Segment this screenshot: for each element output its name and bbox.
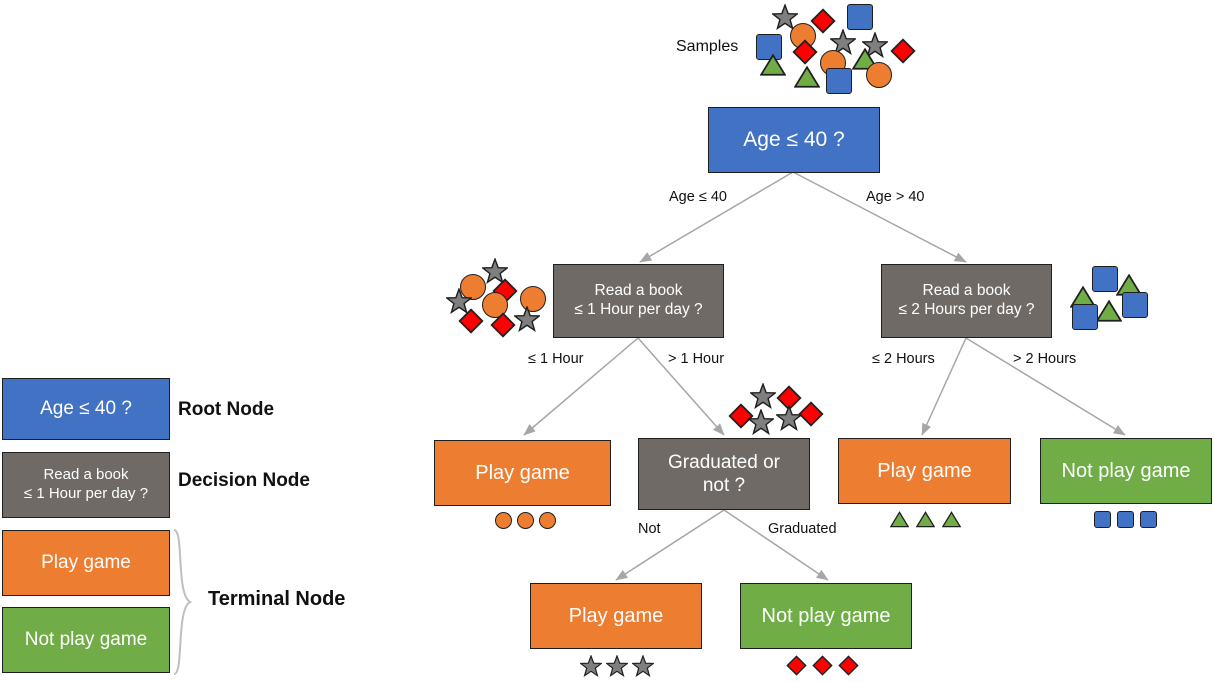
triangle-sample-icon xyxy=(1096,298,1122,324)
diamond-sample-icon xyxy=(890,38,916,64)
edge-label-right-left: ≤ 2 Hours xyxy=(872,351,935,367)
edge-label-root-right: Age > 40 xyxy=(866,189,925,205)
edge-label-left-left: ≤ 1 Hour xyxy=(528,351,584,367)
node-leaf-notplay-1[interactable]: Not play game xyxy=(1040,438,1212,504)
leaf-chips-notplay-1 xyxy=(1094,511,1160,529)
triangle-sample-icon xyxy=(760,52,786,78)
square-sample-icon xyxy=(1122,292,1148,318)
diamond-sample-icon xyxy=(490,312,516,338)
diamond-sample-icon xyxy=(792,39,818,65)
legend-caption-terminal: Terminal Node xyxy=(208,588,346,610)
leaf-chips-play-3 xyxy=(580,655,654,677)
sample-cluster-right-branch xyxy=(1068,266,1168,336)
sample-cluster-mid-branch xyxy=(724,383,824,435)
star-sample-icon xyxy=(776,405,802,431)
legend-caption-root: Root Node xyxy=(178,399,275,420)
legend-caption-decision: Decision Node xyxy=(178,470,310,491)
star-sample-icon xyxy=(862,32,888,58)
legend-box-play: Play game xyxy=(2,530,170,596)
node-leaf-play-1-label: Play game xyxy=(475,461,570,484)
square-sample-icon xyxy=(1072,304,1098,330)
square-sample-icon xyxy=(756,34,782,60)
triangle-sample-icon xyxy=(890,510,909,529)
square-sample-icon xyxy=(1094,511,1111,528)
star-sample-icon xyxy=(606,655,628,677)
square-sample-icon xyxy=(1140,511,1157,528)
square-sample-icon xyxy=(847,4,873,30)
legend-brace xyxy=(173,529,193,675)
circle-sample-icon xyxy=(495,512,512,529)
node-decision-mid-line1: Graduated or xyxy=(668,451,780,473)
node-decision-right-line2: ≤ 2 Hours per day ? xyxy=(898,301,1035,318)
edge-label-left-right: > 1 Hour xyxy=(668,351,725,367)
legend-decision-line1: Read a book xyxy=(43,466,129,484)
diamond-sample-icon xyxy=(728,403,754,429)
leaf-chips-play-2 xyxy=(890,510,961,529)
circle-sample-icon xyxy=(517,512,534,529)
node-leaf-play-3[interactable]: Play game xyxy=(530,583,702,649)
diamond-sample-icon xyxy=(786,655,807,676)
legend-root-label: Age ≤ 40 ? xyxy=(40,398,132,420)
triangle-sample-icon xyxy=(942,510,961,529)
star-sample-icon xyxy=(514,306,540,332)
legend-notplay-label: Not play game xyxy=(24,629,148,651)
edge-label-mid-left: Not xyxy=(638,521,661,537)
star-sample-icon xyxy=(580,655,602,677)
star-sample-icon xyxy=(772,4,798,30)
node-leaf-play-3-label: Play game xyxy=(568,604,664,627)
node-decision-right-line1: Read a book xyxy=(922,282,1011,300)
node-decision-read-2hours[interactable]: Read a book ≤ 2 Hours per day ? xyxy=(881,264,1052,338)
circle-sample-icon xyxy=(460,274,486,300)
star-sample-icon xyxy=(830,29,856,55)
legend-box-decision: Read a book ≤ 1 Hour per day ? xyxy=(2,452,170,518)
node-root-label: Age ≤ 40 ? xyxy=(743,128,845,152)
node-decision-graduated[interactable]: Graduated or not ? xyxy=(638,438,810,510)
star-sample-icon xyxy=(748,409,774,435)
legend-box-root: Age ≤ 40 ? xyxy=(2,378,170,440)
node-decision-left-line1: Read a book xyxy=(594,282,683,300)
diamond-sample-icon xyxy=(798,401,824,427)
node-leaf-play-2-label: Play game xyxy=(877,459,972,482)
diamond-sample-icon xyxy=(812,655,833,676)
node-root-age[interactable]: Age ≤ 40 ? xyxy=(708,107,880,173)
leaf-chips-play-1 xyxy=(495,512,556,530)
sample-cluster-root xyxy=(742,2,922,94)
sample-cluster-left-branch xyxy=(444,258,554,338)
node-decision-read-1hour[interactable]: Read a book ≤ 1 Hour per day ? xyxy=(553,264,724,338)
node-leaf-play-1[interactable]: Play game xyxy=(434,440,611,506)
star-sample-icon xyxy=(446,288,472,314)
node-leaf-notplay-2[interactable]: Not play game xyxy=(740,583,912,649)
legend-play-label: Play game xyxy=(41,552,131,574)
node-leaf-notplay-1-label: Not play game xyxy=(1061,459,1191,482)
square-sample-icon xyxy=(826,68,852,94)
star-sample-icon xyxy=(632,655,654,677)
diamond-sample-icon xyxy=(810,8,836,34)
star-sample-icon xyxy=(482,258,508,284)
legend-decision-line2: ≤ 1 Hour per day ? xyxy=(23,485,149,502)
circle-sample-icon xyxy=(520,286,546,312)
circle-sample-icon xyxy=(866,62,892,88)
edge-label-right-right: > 2 Hours xyxy=(1013,351,1077,367)
edge-label-mid-right: Graduated xyxy=(768,521,837,537)
square-sample-icon xyxy=(1092,266,1118,292)
samples-label: Samples xyxy=(676,38,739,55)
leaf-chips-notplay-2 xyxy=(786,655,862,676)
node-decision-mid-line2: not ? xyxy=(702,475,746,496)
circle-sample-icon xyxy=(539,512,556,529)
star-sample-icon xyxy=(750,383,776,409)
triangle-sample-icon xyxy=(794,64,820,90)
node-leaf-notplay-2-label: Not play game xyxy=(761,604,891,627)
square-sample-icon xyxy=(1117,511,1134,528)
diamond-sample-icon xyxy=(838,655,859,676)
edge-label-root-left: Age ≤ 40 xyxy=(669,189,727,205)
node-decision-left-line2: ≤ 1 Hour per day ? xyxy=(574,301,703,318)
legend-box-notplay: Not play game xyxy=(2,607,170,673)
node-leaf-play-2[interactable]: Play game xyxy=(838,438,1011,504)
triangle-sample-icon xyxy=(916,510,935,529)
diamond-sample-icon xyxy=(458,308,484,334)
